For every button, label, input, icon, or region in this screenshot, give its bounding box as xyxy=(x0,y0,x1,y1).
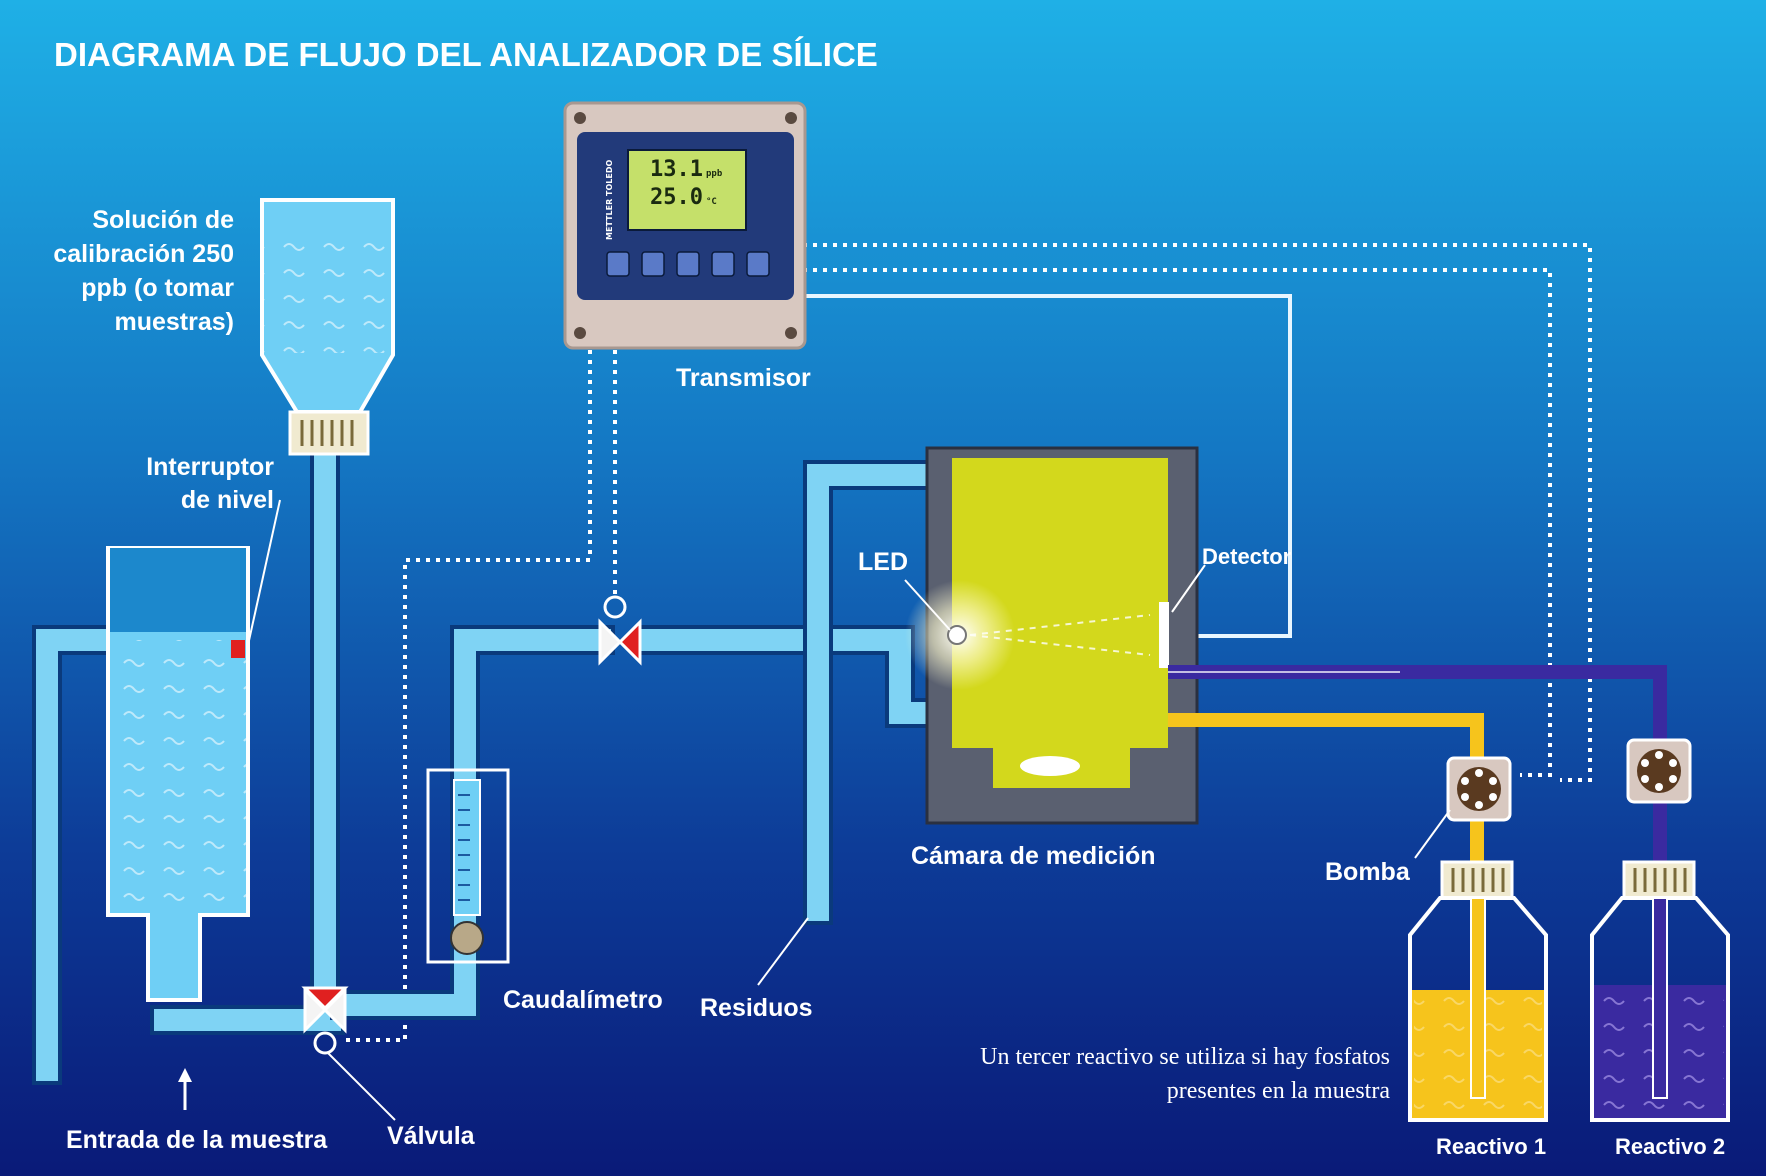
note-line-1: Un tercer reactivo se utiliza si hay fos… xyxy=(980,1044,1390,1070)
pump-icon xyxy=(1457,767,1501,811)
transmitter-label: Transmisor xyxy=(676,364,811,392)
led-icon xyxy=(947,625,967,645)
reagent-bottle-2 xyxy=(1590,860,1730,1122)
calibration-label-line-2: calibración 250 xyxy=(53,240,234,268)
transmitter-key-4[interactable] xyxy=(711,251,735,277)
valve-label: Válvula xyxy=(387,1122,476,1150)
reagent-bottle-1 xyxy=(1408,860,1548,1122)
transmitter-key-3[interactable] xyxy=(676,251,700,277)
transmitter-unit-1: ppb xyxy=(706,169,723,179)
level-switch-leader xyxy=(247,499,281,646)
transmitter-brand: METTLER TOLEDO xyxy=(605,160,614,240)
measurement-chamber xyxy=(905,446,1199,825)
calibration-label-line-3: ppb (o tomar xyxy=(81,274,234,302)
transmitter-reading-2: 25.0 xyxy=(650,185,703,210)
note-line-2: presentes en la muestra xyxy=(1167,1078,1391,1104)
flowmeter-icon xyxy=(450,921,484,955)
sample-tank xyxy=(106,546,250,1002)
flowmeter xyxy=(426,768,510,964)
calibration-label-line-4: muestras) xyxy=(115,308,235,336)
pump-1 xyxy=(1446,756,1512,822)
transmitter-key-2[interactable] xyxy=(641,251,665,277)
transmitter: METTLER TOLEDO 13.1 ppb 25.0 °C xyxy=(563,101,807,350)
chamber-label: Cámara de medición xyxy=(911,842,1156,870)
pump-leader xyxy=(1414,809,1451,859)
transmitter-unit-2: °C xyxy=(706,197,717,207)
calibration-label-line-1: Solución de xyxy=(92,206,234,234)
valve-leader xyxy=(327,1052,396,1121)
transmitter-reading-1: 13.1 xyxy=(650,157,703,182)
valve-icon xyxy=(313,1031,337,1055)
bottom-valve xyxy=(301,986,349,1055)
level-switch-label-line-2: de nivel xyxy=(181,486,274,514)
detector-leader xyxy=(1171,564,1206,613)
reagent-1-label: Reactivo 1 xyxy=(1436,1134,1546,1159)
pump-label: Bomba xyxy=(1325,858,1411,886)
level-switch-label-line-1: Interruptor xyxy=(146,453,274,481)
detector-label: Detector xyxy=(1202,544,1292,569)
calibration-bottle xyxy=(260,198,395,456)
waste-leader xyxy=(757,917,809,986)
pump-2-icon xyxy=(1637,749,1681,793)
top-valve-icon xyxy=(603,595,627,619)
sample-inlet-label: Entrada de la muestra xyxy=(66,1126,328,1154)
flowmeter-label: Caudalímetro xyxy=(503,986,663,1014)
diagram-title: DIAGRAMA DE FLUJO DEL ANALIZADOR DE SÍLI… xyxy=(54,36,878,73)
detector-signal-line xyxy=(803,294,1292,638)
led-label: LED xyxy=(858,548,908,576)
led-leader xyxy=(904,579,951,631)
reagent-2-label: Reactivo 2 xyxy=(1615,1134,1725,1159)
transmitter-key-5[interactable] xyxy=(746,251,770,277)
sample-inlet-arrow xyxy=(178,1068,192,1110)
top-valve xyxy=(598,595,642,666)
signal-lines xyxy=(345,243,1592,1042)
level-switch-icon xyxy=(231,640,245,658)
detector-icon xyxy=(1159,602,1169,668)
transmitter-screen xyxy=(627,149,747,231)
transmitter-key-1[interactable] xyxy=(606,251,630,277)
waste-label: Residuos xyxy=(700,994,813,1022)
pump-2 xyxy=(1626,738,1692,804)
